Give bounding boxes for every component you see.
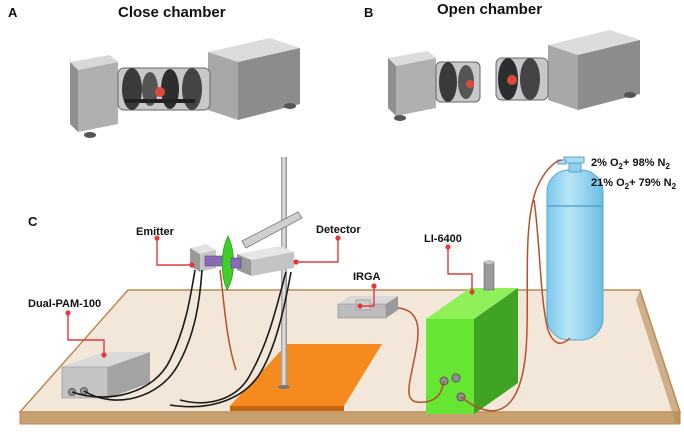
stand-pole — [281, 157, 287, 387]
orange-platform — [230, 344, 382, 411]
label-irga: IRGA — [353, 271, 381, 283]
signal-cables — [71, 269, 292, 408]
label-detector: Detector — [316, 224, 361, 236]
panel-a: A Close chamber — [8, 4, 300, 138]
open-chamber-illustration — [388, 30, 640, 121]
callout-leaders — [67, 238, 473, 355]
detector-unit — [230, 246, 294, 276]
irga-head — [337, 296, 398, 319]
gas-mix-21pct: 21% O2+ 79% N2 — [591, 177, 677, 191]
label-dual-pam: Dual-PAM-100 — [28, 298, 101, 310]
close-chamber-illustration — [70, 38, 300, 138]
gas-mix-2pct: 2% O2+ 98% N2 — [591, 157, 670, 171]
li6400-console — [426, 260, 518, 414]
gas-cylinder — [546, 156, 604, 341]
panel-b-letter: B — [364, 5, 373, 20]
leaf — [221, 235, 234, 291]
dual-pam-console — [61, 352, 150, 399]
panel-a-letter: A — [8, 5, 18, 20]
gas-tubing — [219, 159, 571, 412]
emitter-unit — [190, 244, 226, 272]
callout-dots — [65, 235, 475, 358]
label-li6400: LI-6400 — [424, 233, 462, 245]
panel-b: B Open chamber — [364, 1, 640, 121]
panel-a-title: Close chamber — [118, 4, 226, 21]
panel-b-title: Open chamber — [437, 1, 542, 18]
clamp-bar — [241, 211, 303, 249]
label-emitter: Emitter — [136, 226, 175, 238]
panel-c-letter: C — [28, 214, 38, 229]
